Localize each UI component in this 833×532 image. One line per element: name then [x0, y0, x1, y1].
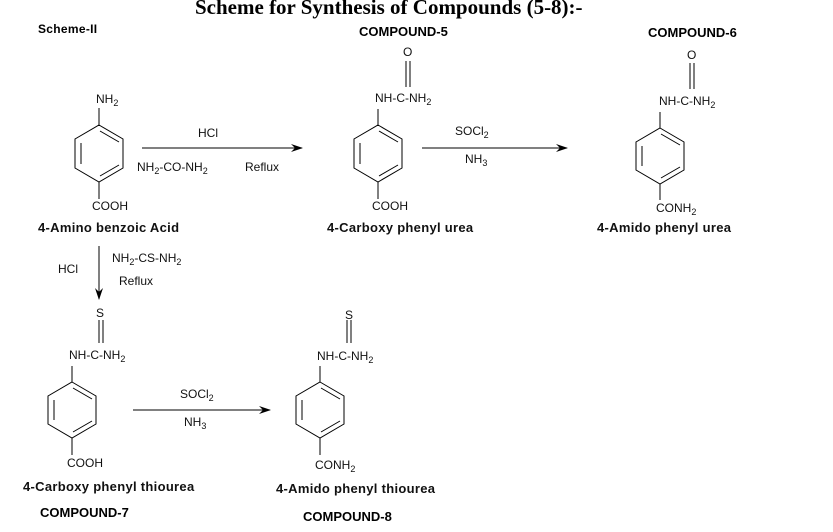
- compound-5-top-group: NH-C-NH2: [375, 91, 432, 107]
- compound-5-heading: COMPOUND-5: [359, 24, 448, 39]
- start-benzene-ring: [74, 108, 124, 199]
- start-top-group: NH2: [96, 92, 119, 108]
- compound-6-bottom-group: CONH2: [656, 201, 697, 217]
- compound-7-benzene-ring: [47, 320, 104, 455]
- compound-8-bottom-group: CONH2: [315, 458, 356, 474]
- reaction-4-reagent-below: NH3: [184, 415, 207, 431]
- compound-5-name: 4-Carboxy phenyl urea: [327, 220, 474, 235]
- reaction-1-reagent-urea: NH2-CO-NH2: [137, 160, 208, 176]
- compound-8-name: 4-Amido phenyl thiourea: [276, 481, 436, 496]
- reaction-2-reagent-above: SOCl2: [455, 124, 489, 140]
- reaction-1-condition: Reflux: [245, 160, 280, 174]
- compound-7-sulfur: S: [96, 306, 105, 320]
- compound-6-oxygen: O: [687, 48, 697, 62]
- compound-7-top-group: NH-C-NH2: [69, 348, 126, 364]
- compound-8-top-group: NH-C-NH2: [317, 349, 374, 365]
- reaction-4-reagent-above: SOCl2: [180, 387, 214, 403]
- compound-7-bottom-group: COOH: [67, 456, 103, 470]
- compound-8-sulfur: S: [345, 308, 354, 322]
- compound-6-top-group: NH-C-NH2: [659, 94, 716, 110]
- compound-6-benzene-ring: [635, 63, 695, 200]
- scheme-label: Scheme-II: [38, 22, 98, 36]
- compound-5-benzene-ring: [353, 61, 411, 199]
- start-bottom-group: COOH: [92, 199, 128, 213]
- reaction-1-reagent-above: HCl: [198, 126, 218, 140]
- compound-5-oxygen: O: [403, 45, 413, 59]
- reaction-3-reagent-left: HCl: [58, 262, 78, 276]
- compound-8-benzene-ring: [295, 320, 352, 455]
- compound-7-name: 4-Carboxy phenyl thiourea: [23, 479, 195, 494]
- compound-6-heading: COMPOUND-6: [648, 25, 737, 40]
- scheme-title: Scheme for Synthesis of Compounds (5-8):…: [195, 0, 583, 19]
- reaction-3-reagent-thiourea: NH2-CS-NH2: [112, 251, 182, 267]
- start-compound-name: 4-Amino benzoic Acid: [38, 220, 180, 235]
- reaction-3-condition: Reflux: [119, 274, 154, 288]
- compound-6-name: 4-Amido phenyl urea: [597, 220, 732, 235]
- compound-7-heading: COMPOUND-7: [40, 505, 129, 520]
- compound-5-bottom-group: COOH: [372, 199, 408, 213]
- compound-8-heading: COMPOUND-8: [303, 509, 392, 524]
- reaction-2-reagent-below: NH3: [465, 152, 488, 168]
